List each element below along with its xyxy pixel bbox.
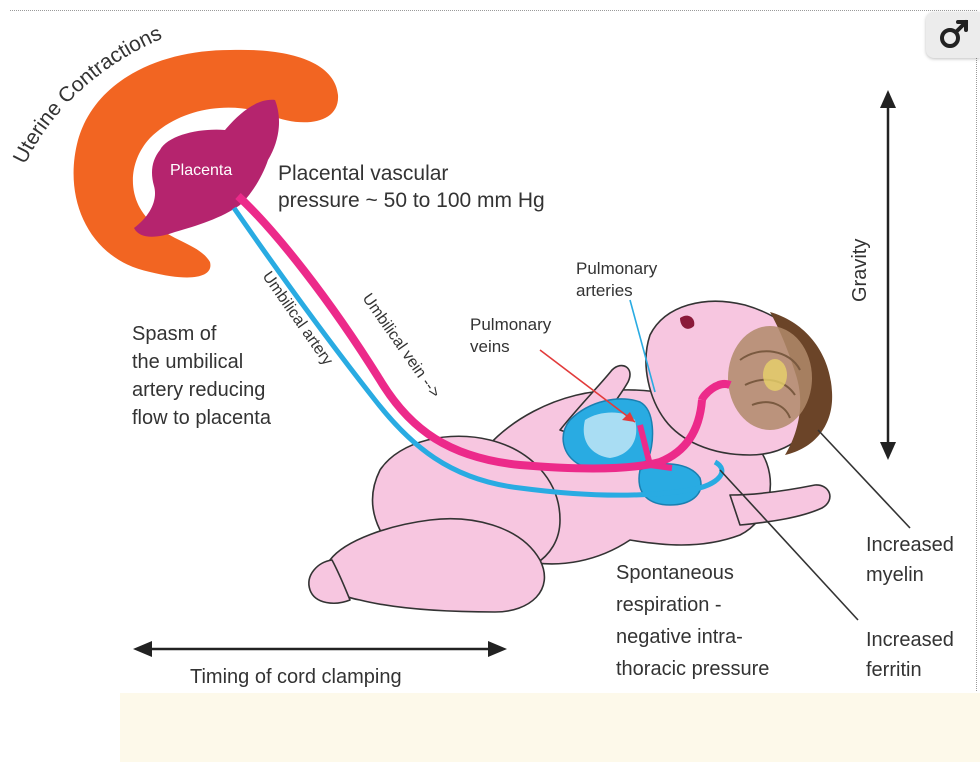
sort-icon [937,18,971,52]
umbilical-vein-label: Umbilical vein --> [359,291,444,402]
myelin-pointer [818,430,910,528]
pulmonary-veins-label: Pulmonary veins [470,314,551,358]
sort-button[interactable] [926,12,980,58]
gravity-arrow [880,90,896,460]
pulmonary-arteries-label: Pulmonary arteries [576,258,657,302]
increased-myelin-label: Increased myelin [866,530,954,590]
timing-arrow [133,641,507,657]
placental-pressure-label: Placental vascular pressure ~ 50 to 100 … [278,160,545,214]
increased-ferritin-label: Increased ferritin [866,625,954,685]
spasm-label: Spasm of the umbilical artery reducing f… [132,320,271,432]
caption-area [120,693,980,762]
gravity-label: Gravity [849,239,871,302]
timing-cord-clamping-label: Timing of cord clamping [190,664,402,690]
placenta-label: Placenta [170,160,232,182]
spontaneous-respiration-label: Spontaneous respiration - negative intra… [616,557,769,685]
